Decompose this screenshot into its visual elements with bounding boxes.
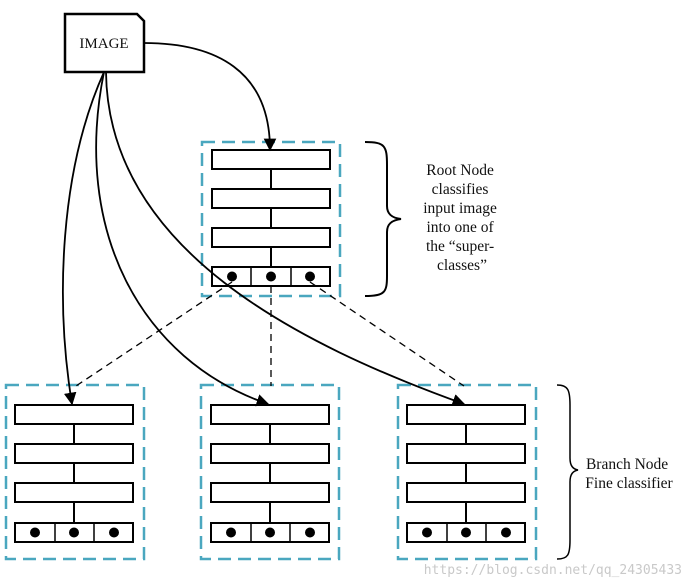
branch-node-3 bbox=[396, 383, 538, 561]
root-layer-3 bbox=[211, 227, 331, 248]
root-node-note: Root Node classifies input image into on… bbox=[423, 162, 501, 274]
image-input-node: IMAGE bbox=[63, 12, 146, 74]
root-layer-2 bbox=[211, 188, 331, 209]
branch-node-1 bbox=[4, 383, 146, 561]
super-class-links bbox=[75, 281, 465, 387]
root-bracket bbox=[364, 141, 402, 297]
image-label: IMAGE bbox=[79, 36, 128, 52]
branch-bracket bbox=[556, 384, 579, 560]
root-output-layer bbox=[211, 266, 331, 287]
root-node bbox=[200, 140, 342, 298]
root-layer-1 bbox=[211, 149, 331, 170]
image-input-arrows bbox=[62, 42, 466, 407]
branch-node-2 bbox=[199, 383, 341, 561]
watermark-text: https://blog.csdn.net/qq_24305433 bbox=[424, 563, 682, 578]
branch-node-note: Branch Node Fine classifier bbox=[585, 456, 673, 492]
